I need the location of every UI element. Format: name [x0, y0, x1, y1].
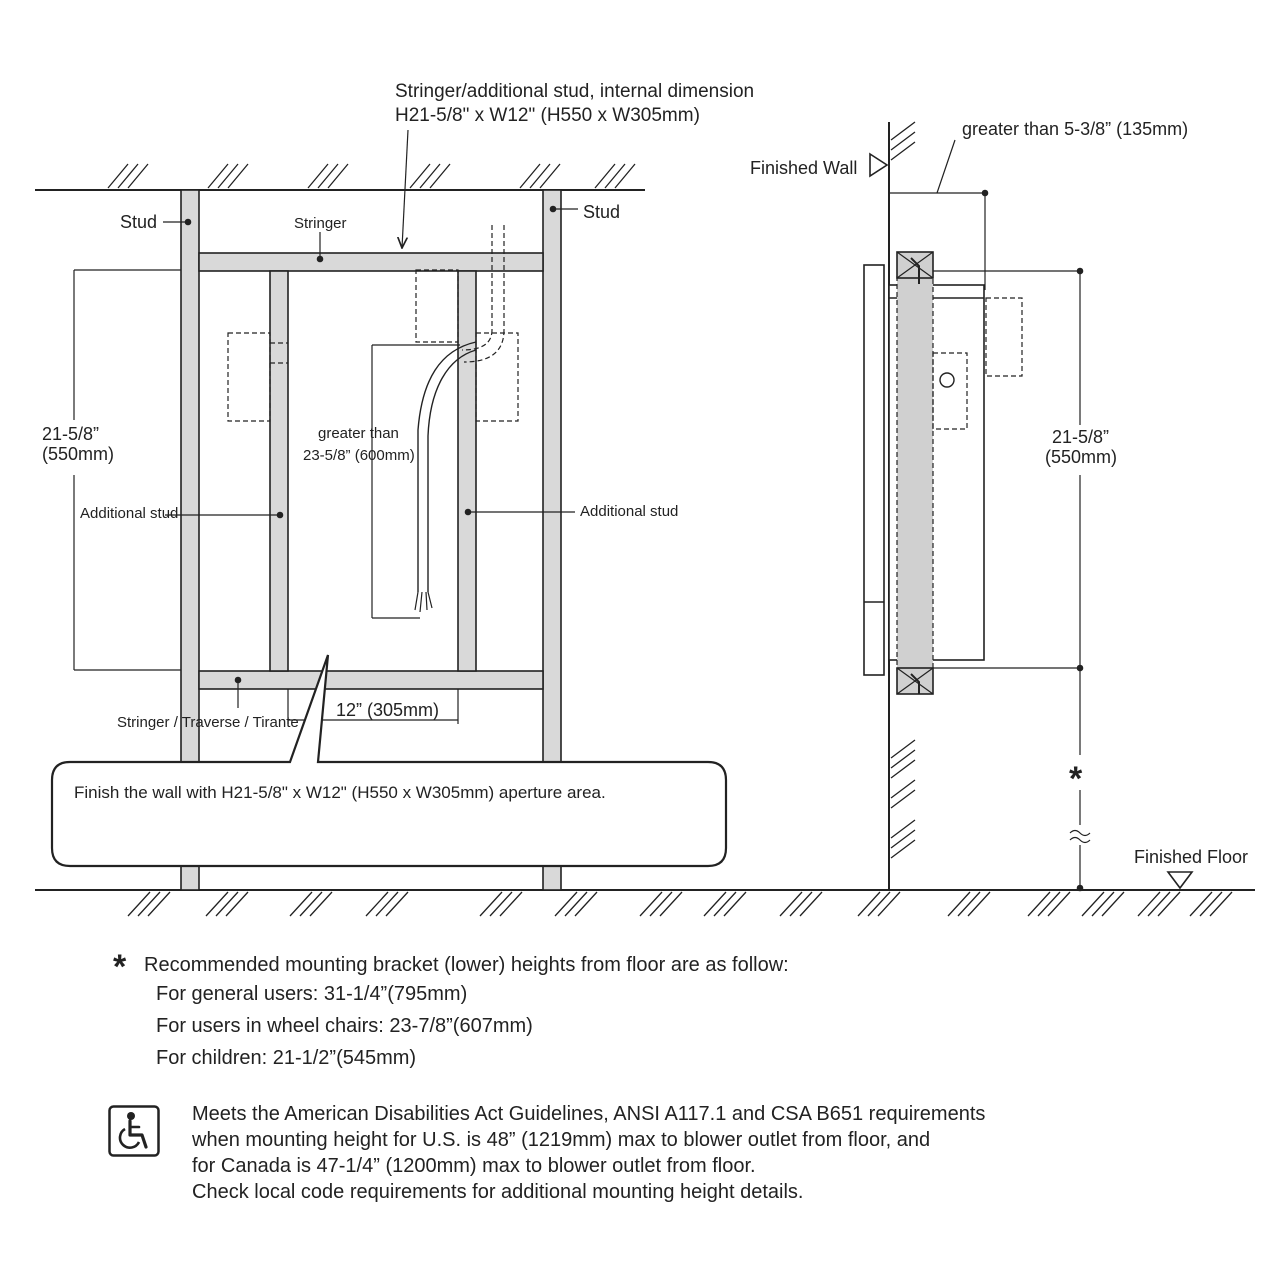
front-view	[35, 129, 1255, 917]
stringer-callout-line1: Stringer/additional stud, internal dimen…	[395, 81, 754, 102]
additional-stud-left	[269, 270, 289, 672]
finished-wall-label: Finished Wall	[750, 158, 857, 178]
callout-bubble	[50, 654, 728, 868]
dashed-box-upper	[415, 269, 459, 343]
depth-dim-label: greater than 5-3/8” (135mm)	[962, 119, 1188, 139]
right-height-dim-line2: (550mm)	[1045, 447, 1117, 467]
left-height-dim-line1: 21-5/8”	[42, 424, 99, 444]
finished-floor-marker	[1166, 871, 1194, 890]
callout-text: Finish the wall with H21-5/8" x W12" (H5…	[74, 783, 606, 802]
floor-hatch	[127, 891, 1233, 917]
dashed-box-left	[227, 332, 271, 422]
stringer-bottom	[198, 670, 544, 690]
additional-stud-left-label: Additional stud	[80, 505, 178, 522]
wall-hatch	[890, 121, 916, 859]
finished-floor-label: Finished Floor	[1134, 847, 1248, 867]
stud-section	[896, 274, 934, 671]
stud-left	[180, 189, 200, 891]
pipe-dim-line1: greater than	[318, 425, 399, 442]
stud-right-label: Stud	[583, 202, 620, 222]
stud-left-label: Stud	[120, 212, 157, 232]
stringer-top	[198, 252, 544, 272]
stringer-callout-line2: H21-5/8" x W12" (H550 x W305mm)	[395, 105, 700, 126]
right-height-dim-line1: 21-5/8”	[1052, 427, 1109, 447]
ceiling-hatch	[107, 163, 636, 189]
bottom-stringer-label: Stringer / Traverse / Tirante	[117, 714, 299, 731]
side-asterisk: *	[1069, 760, 1083, 798]
width-dim-label: 12” (305mm)	[336, 700, 439, 720]
dashed-box-right	[475, 332, 519, 422]
left-height-dim-line2: (550mm)	[42, 444, 114, 464]
side-view-labels: greater than 5-3/8” (135mm) Finished Wal…	[750, 119, 1248, 867]
dashed-box-outer	[985, 297, 1023, 377]
finished-wall-marker	[869, 152, 889, 178]
stringer-label: Stringer	[294, 215, 347, 232]
cover-plate	[863, 264, 885, 676]
stud-right	[542, 189, 562, 891]
additional-stud-right-label: Additional stud	[580, 503, 678, 520]
front-view-labels: Stringer/additional stud, internal dimen…	[42, 81, 754, 802]
side-view	[863, 121, 1194, 892]
conduit	[417, 341, 477, 592]
additional-stud-right	[457, 270, 477, 672]
dashed-box-inner	[932, 352, 968, 430]
pipe-dim-line2: 23-5/8” (600mm)	[303, 447, 415, 464]
